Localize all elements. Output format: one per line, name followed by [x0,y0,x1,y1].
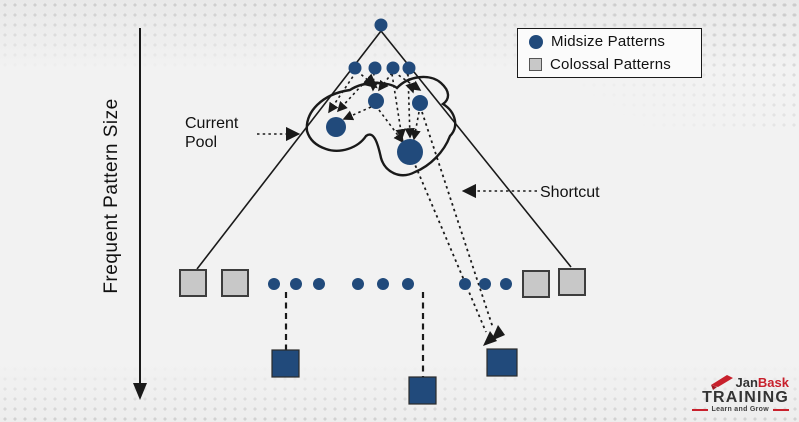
pool-dot [412,95,428,111]
tagline-dash-right [773,408,789,411]
shortcut-annotation: Shortcut [461,183,600,201]
legend: Midsize Patterns Colossal Patterns [517,28,702,78]
shortcut-arrowhead-icon [483,331,497,346]
legend-label-midsize: Midsize Patterns [551,33,666,50]
lattice-triangle [196,30,572,270]
colossal-row-squares [179,268,586,298]
pool-dot [397,139,423,165]
legend-item-colossal: Colossal Patterns [529,55,701,75]
axis-arrowhead-icon [133,383,147,400]
shortcut-label: Shortcut [540,184,600,201]
pool-relation-arrows [328,70,422,144]
pool-dot [368,93,384,109]
colossal-pattern-icon [529,58,542,71]
midsize-row-dots [268,278,512,290]
current-pool-annotation: Current Pool [185,115,301,151]
midsize-pattern-icon [529,34,543,49]
logo-swoosh-icon [710,375,733,390]
superset-drop-lines [284,292,425,396]
pattern-size-axis: Frequent Pattern Size [101,28,147,400]
current-pool-label-line1: Current [185,115,239,132]
logo-tagline-text: Learn and Grow [711,406,769,413]
apex-dot [374,18,388,32]
logo-jan-text: Jan [735,375,758,390]
logo-bask-text: Bask [757,375,789,390]
legend-label-colossal: Colossal Patterns [550,56,671,73]
logo-tagline-row: Learn and Grow [687,406,789,413]
midsize-pattern-dots [326,18,428,165]
logo-training-text: TRAINING [702,389,789,406]
shortcut-arrowhead-icon [491,325,505,341]
legend-item-midsize: Midsize Patterns [529,32,701,52]
pool-dot [326,117,346,137]
axis-label: Frequent Pattern Size [101,98,122,293]
current-pool-label-line2: Pool [185,134,217,151]
shortcut-jump-lines [412,111,494,333]
tagline-dash-left [691,408,708,411]
bottom-colossal-squares [271,348,518,405]
